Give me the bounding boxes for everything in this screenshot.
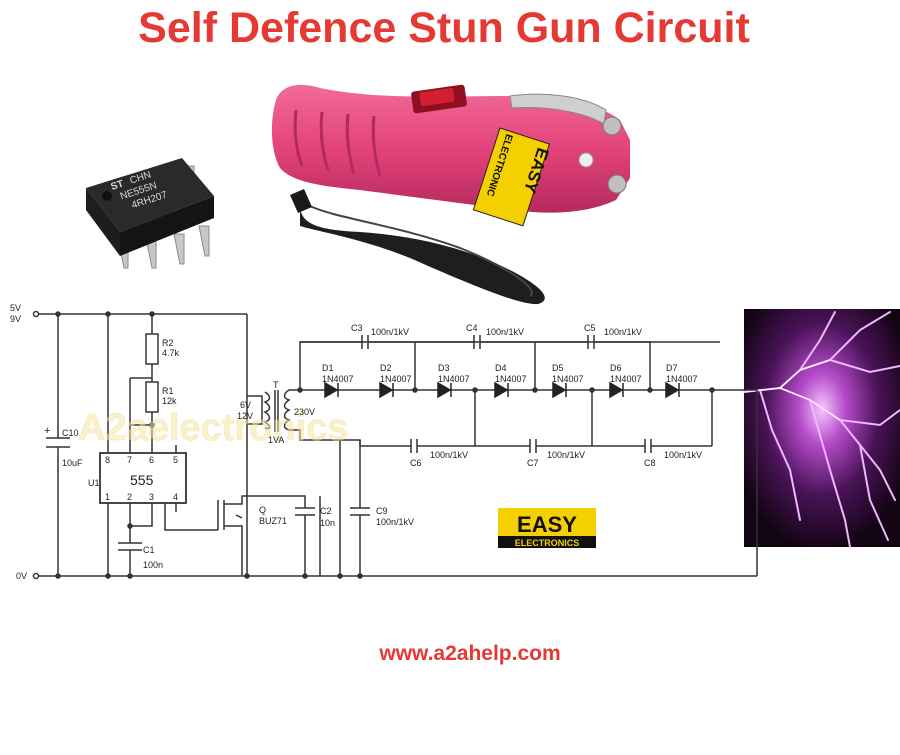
label-transformer-ref: T [273, 380, 279, 390]
ground-terminal [32, 572, 40, 580]
easy-logo-word1: EASY [517, 512, 577, 537]
label-d4-value: 1N4007 [495, 374, 527, 384]
ic-pin-7: 7 [127, 455, 132, 465]
label-d2-ref: D2 [380, 363, 392, 373]
mosfet-symbol [217, 495, 247, 576]
label-c10-value: 10uF [62, 458, 83, 468]
label-c1-value: 100n [143, 560, 163, 570]
label-d5-ref: D5 [552, 363, 564, 373]
label-d3-ref: D3 [438, 363, 450, 373]
label-c8-value: 100n/1kV [664, 450, 702, 460]
label-q-ref: Q [259, 505, 266, 515]
easy-logo-word2: ELECTRONICS [515, 538, 580, 548]
stun-gun-photo: EASY ELECTRONIC [271, 84, 630, 305]
page-title: Self Defence Stun Gun Circuit [138, 4, 750, 52]
label-d5-value: 1N4007 [552, 374, 584, 384]
label-c4-value: 100n/1kV [486, 327, 524, 337]
watermark-text: A2aelectronics [78, 407, 348, 449]
label-d4-ref: D4 [495, 363, 507, 373]
ic-pin-3: 3 [149, 492, 154, 502]
label-d7-ref: D7 [666, 363, 678, 373]
label-c4-ref: C4 [466, 323, 478, 333]
website-url[interactable]: www.a2ahelp.com [379, 642, 561, 665]
label-transformer-1va: 1VA [268, 435, 284, 445]
label-supply-5v: 5V [10, 303, 21, 313]
label-c1-ref: C1 [143, 545, 155, 555]
label-d2-value: 1N4007 [380, 374, 412, 384]
label-c6-ref: C6 [410, 458, 422, 468]
transformer-secondary [283, 389, 291, 431]
label-d3-value: 1N4007 [438, 374, 470, 384]
electric-spark-photo [743, 309, 900, 548]
label-q-value: BUZ71 [259, 516, 287, 526]
label-d6-ref: D6 [610, 363, 622, 373]
transformer-primary [263, 391, 271, 430]
label-ic-name: 555 [130, 472, 154, 488]
label-ic-ref: U1 [88, 478, 100, 488]
label-c9-ref: C9 [376, 506, 388, 516]
label-c9-value: 100n/1kV [376, 517, 414, 527]
ic-pin-2: 2 [127, 492, 132, 502]
ic-pin-1: 1 [105, 492, 110, 502]
ic-pin-8: 8 [105, 455, 110, 465]
label-c5-ref: C5 [584, 323, 596, 333]
label-supply-9v: 9V [10, 314, 21, 324]
label-transformer-6v: 6V [240, 400, 251, 410]
ic-pin-4: 4 [173, 492, 178, 502]
ic-pin-5: 5 [173, 455, 178, 465]
label-r1-ref: R1 [162, 386, 174, 396]
label-d7-value: 1N4007 [666, 374, 698, 384]
label-transformer-12v: 12V [237, 411, 253, 421]
supply-terminal [32, 310, 40, 318]
label-c7-ref: C7 [527, 458, 539, 468]
label-transformer-230v: 230V [294, 407, 315, 417]
ic-logo-text: ST [110, 178, 126, 192]
label-c2-ref: C2 [320, 506, 332, 516]
label-c10-ref: C10 [62, 428, 79, 438]
label-c6-value: 100n/1kV [430, 450, 468, 460]
label-r2-ref: R2 [162, 338, 174, 348]
label-d1-ref: D1 [322, 363, 334, 373]
label-d1-value: 1N4007 [322, 374, 354, 384]
label-ground: 0V [16, 571, 27, 581]
ic-pin-6: 6 [149, 455, 154, 465]
label-c8-ref: C8 [644, 458, 656, 468]
label-c3-ref: C3 [351, 323, 363, 333]
label-c2-value: 10n [320, 518, 335, 528]
label-d6-value: 1N4007 [610, 374, 642, 384]
label-c5-value: 100n/1kV [604, 327, 642, 337]
label-c10-plus: + [44, 425, 50, 437]
easy-electronics-logo: EASY ELECTRONICS [498, 508, 596, 548]
label-c3-value: 100n/1kV [371, 327, 409, 337]
ic-555-symbol [99, 452, 187, 504]
circuit-schematic [32, 310, 758, 580]
label-c7-value: 100n/1kV [547, 450, 585, 460]
label-r1-value: 12k [162, 396, 177, 406]
ic-chip-photo: ST CHN NE555N 4RH207 [86, 158, 214, 269]
label-r2-value: 4.7k [162, 348, 180, 358]
